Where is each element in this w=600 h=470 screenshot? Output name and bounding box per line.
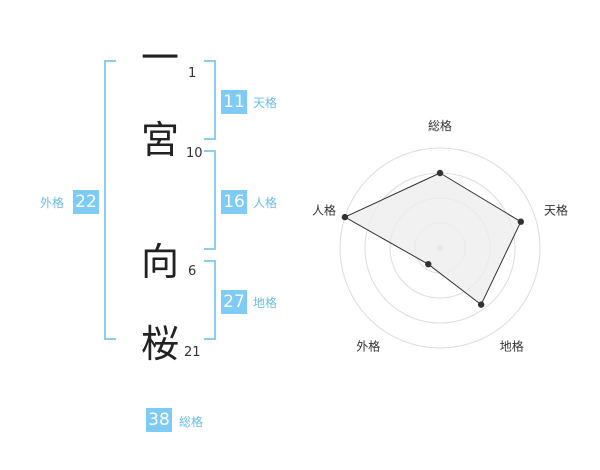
tenkaku-label: 天格 xyxy=(253,96,278,110)
chikaku-label: 地格 xyxy=(253,296,278,310)
name-char-1: 一 xyxy=(140,36,179,80)
stroke-count-4: 21 xyxy=(184,345,201,360)
jinkaku-bracket xyxy=(204,150,216,250)
tenkaku-badge: 11 xyxy=(221,90,247,114)
radar-ring xyxy=(339,147,541,349)
radar-axis-label: 天格 xyxy=(544,202,568,217)
name-char-3: 向 xyxy=(140,240,179,284)
chikaku-bracket xyxy=(204,260,216,340)
radar-point xyxy=(477,301,485,308)
chikaku-badge: 27 xyxy=(221,290,247,314)
radar-polygon xyxy=(343,172,522,306)
tenkaku-bracket xyxy=(204,60,216,140)
stroke-count-1: 1 xyxy=(188,66,197,81)
radar-point xyxy=(517,218,525,225)
gaikaku-bracket xyxy=(104,60,116,340)
name-char-4: 桜 xyxy=(140,322,179,366)
radar-point xyxy=(425,260,432,268)
stroke-count-3: 6 xyxy=(188,264,197,279)
gaikaku-badge: 22 xyxy=(73,190,99,214)
radar-shape xyxy=(341,169,525,308)
jinkaku-label: 人格 xyxy=(253,196,278,210)
radar-axis-label: 人格 xyxy=(312,202,336,217)
radar-point xyxy=(436,169,444,177)
name-char-2: 宮 xyxy=(140,118,179,162)
gaikaku-label: 外格 xyxy=(40,196,65,210)
soukaku-badge: 38 xyxy=(146,408,172,432)
stroke-count-2: 10 xyxy=(186,146,203,161)
radar-axis-label: 地格 xyxy=(500,339,524,354)
jinkaku-badge: 16 xyxy=(221,190,247,214)
radar-point xyxy=(341,213,349,221)
radar-axis-label: 総格 xyxy=(428,118,452,133)
soukaku-label: 総格 xyxy=(179,415,204,429)
radar-axis-label: 外格 xyxy=(356,339,380,354)
